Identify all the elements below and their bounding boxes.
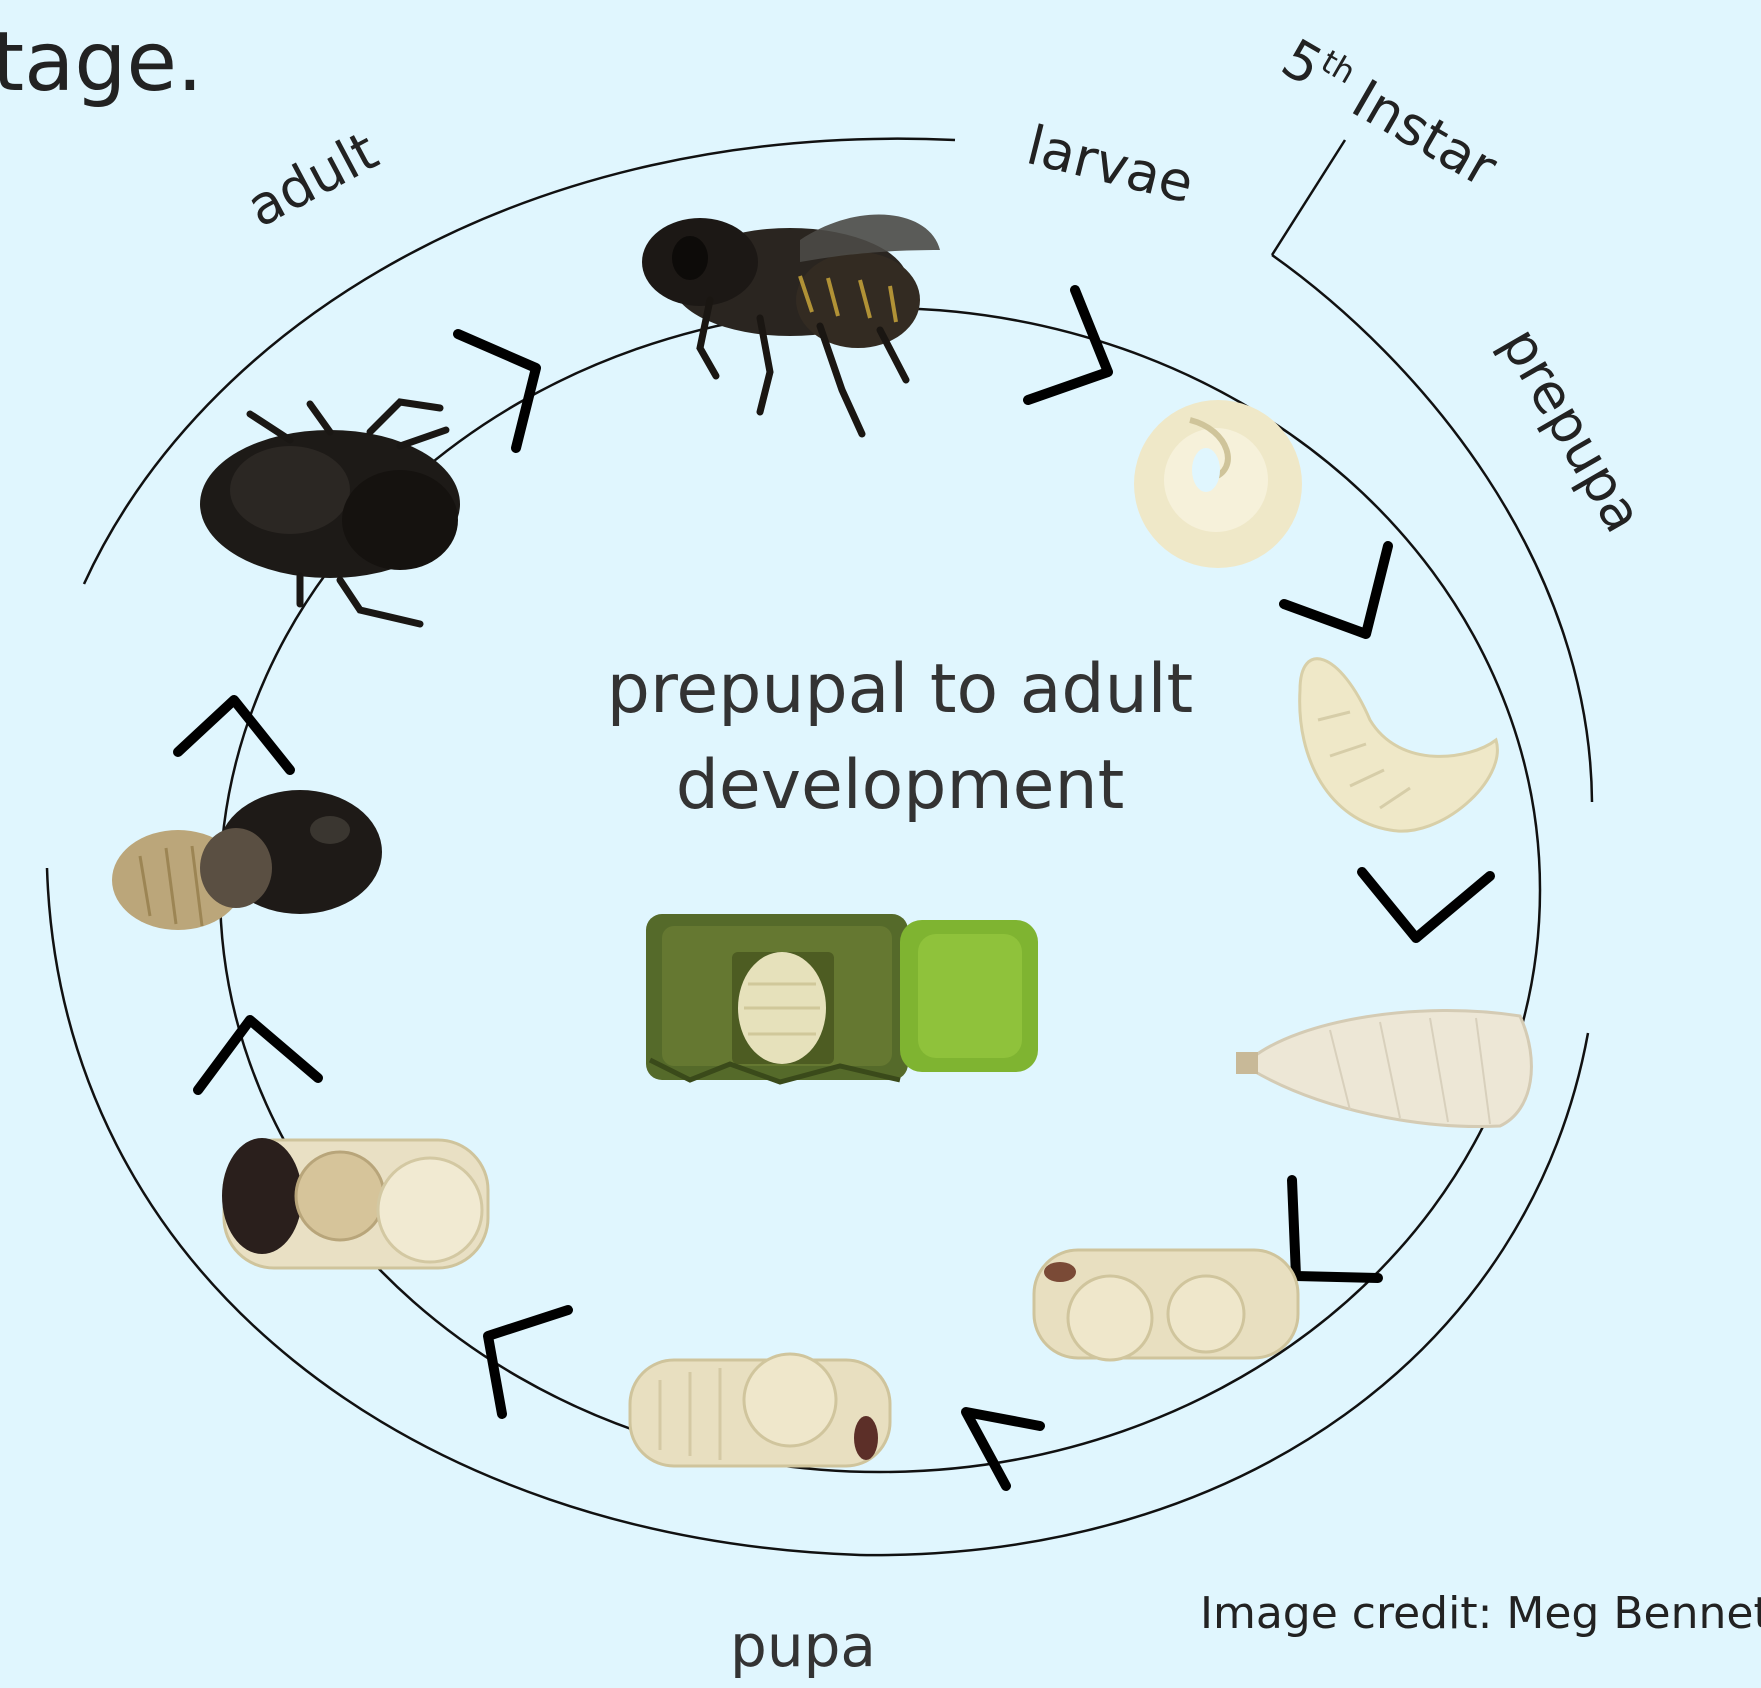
larvae-label: larvae xyxy=(1021,113,1200,215)
adult-bee-icon xyxy=(200,402,460,624)
cycle-arrow-icon xyxy=(966,1412,1040,1486)
cycle-arrow-icon xyxy=(1292,1180,1378,1278)
pupa-icon xyxy=(1034,1250,1298,1360)
pupa-icon xyxy=(1236,1010,1531,1126)
fifth-instar-label: 5thInstar xyxy=(1272,25,1510,200)
image-credit: Image credit: Meg Bennet xyxy=(1200,1588,1761,1639)
nest-cocoon-icon xyxy=(646,914,1038,1082)
prepupa-icon xyxy=(1300,659,1498,831)
prepupa-label: prepupa xyxy=(1489,317,1656,543)
pupa-icon xyxy=(630,1354,890,1466)
pupa-icon xyxy=(222,1138,488,1268)
fifth-instar-pointer xyxy=(1272,140,1345,255)
pupa-icon xyxy=(112,790,382,930)
cycle-arrow-icon xyxy=(198,1020,318,1090)
adult-label: adult xyxy=(237,119,388,239)
center-title-line-1: prepupal to adult xyxy=(480,642,1320,738)
fifth-instar-word: Instar xyxy=(1342,67,1508,199)
larva-icon xyxy=(1134,400,1302,568)
cycle-arrow-icon xyxy=(1028,290,1108,400)
cycle-arrow-icon xyxy=(1284,546,1388,634)
cycle-arrow-icon xyxy=(1362,872,1490,938)
cycle-arrow-icon xyxy=(178,700,290,770)
cycle-arrow-icon xyxy=(458,334,536,448)
diagram-center-title: prepupal to adult development xyxy=(480,642,1320,834)
center-title-line-2: development xyxy=(480,738,1320,834)
pupa-label: pupa xyxy=(730,1612,876,1680)
adult-bee-icon xyxy=(642,215,940,434)
